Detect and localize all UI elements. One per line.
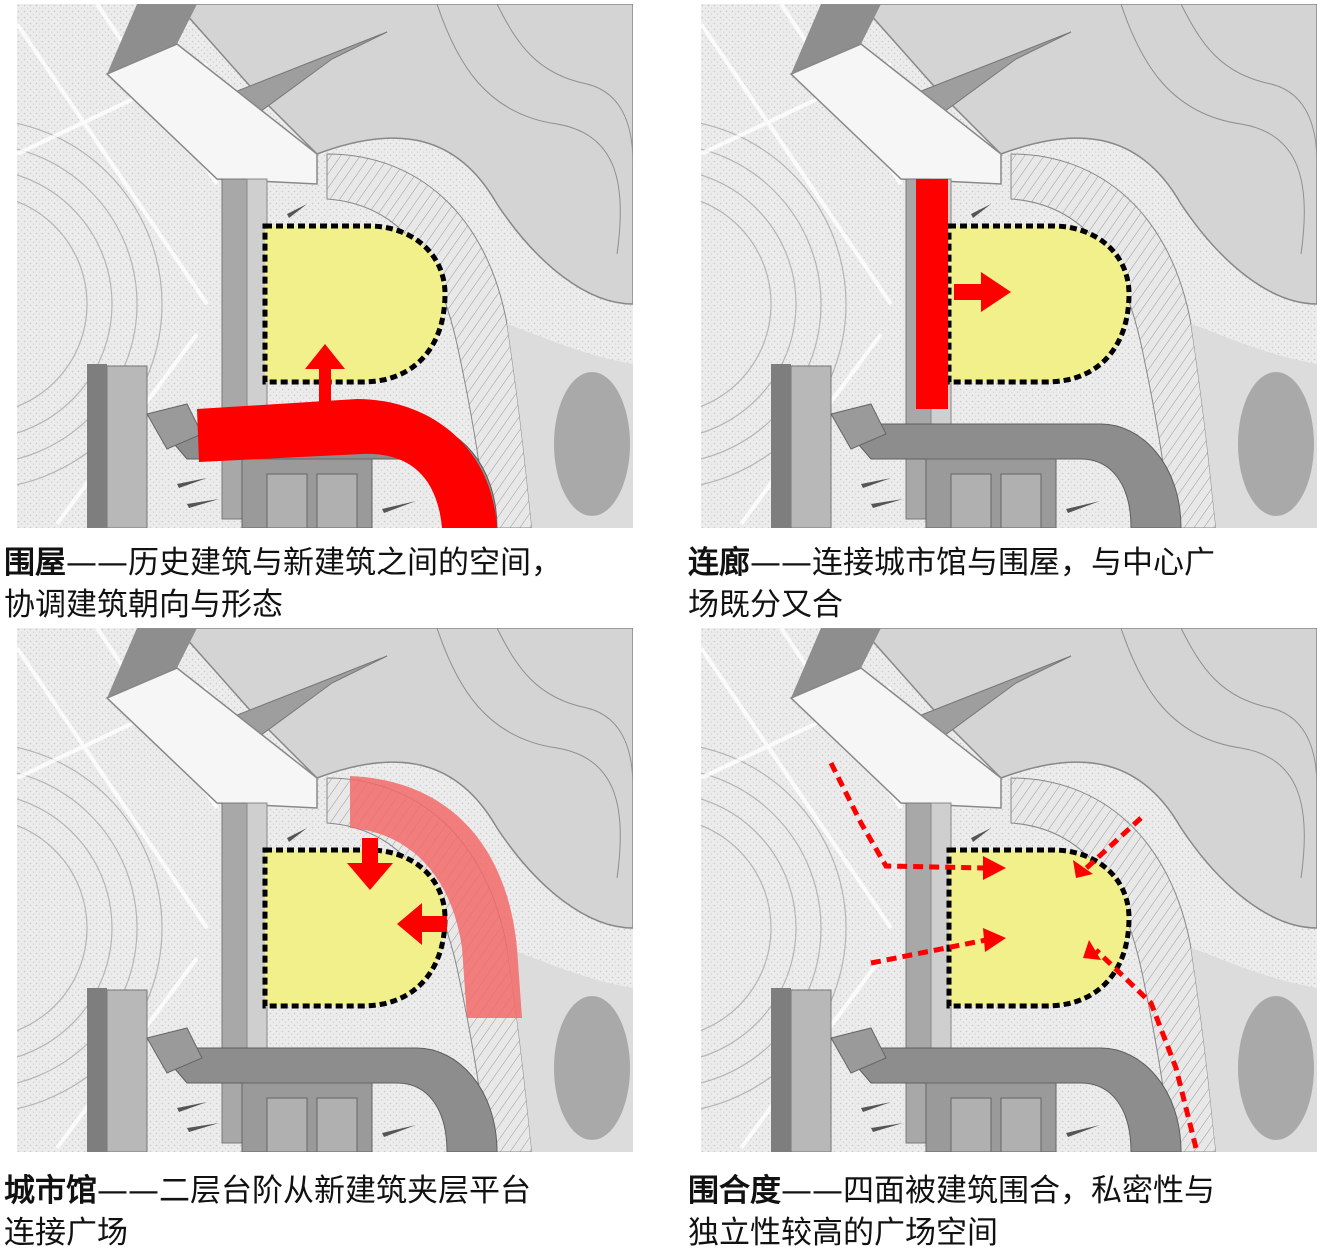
stair-highlight [350,776,522,1018]
caption-lianlang: 连廊——连接城市馆与围屋，与中心广 场既分又合 [688,542,1215,626]
diagram-panel-weihedu [701,628,1317,1152]
caption-line2: 独立性较高的广场空间 [688,1215,998,1251]
caption-title: 连廊 [688,545,750,581]
diagram-panel-weiwu [17,4,633,528]
caption-dash: —— [97,1173,159,1209]
caption-line1: 连接城市馆与围屋，与中心广 [812,545,1215,581]
site-plan-map [17,4,633,528]
caption-weiwu: 围屋——历史建筑与新建筑之间的空间， 协调建筑朝向与形态 [4,542,562,626]
plaza-area [949,226,1129,382]
site-plan-map [701,4,1317,528]
weiwu-highlight [197,344,497,528]
caption-chengshiguan: 城市馆——二层台阶从新建筑夹层平台 连接广场 [4,1170,531,1254]
caption-title: 围合度 [688,1173,781,1209]
diagram-panel-lianlang [701,4,1317,528]
caption-dash: —— [750,545,812,581]
caption-line1: 二层台阶从新建筑夹层平台 [159,1173,531,1209]
stair-arrows [347,838,447,945]
plaza-area [949,850,1129,1006]
caption-title: 城市馆 [4,1173,97,1209]
caption-line2: 连接广场 [4,1215,128,1251]
site-plan-map [701,628,1317,1152]
caption-dash: —— [66,545,128,581]
caption-line1: 历史建筑与新建筑之间的空间， [128,545,562,581]
caption-dash: —— [781,1173,843,1209]
caption-weihedu: 围合度——四面被建筑围合，私密性与 独立性较高的广场空间 [688,1170,1215,1254]
caption-line1: 四面被建筑围合，私密性与 [843,1173,1215,1209]
enclosure-arrowheads [983,856,1101,960]
caption-line2: 场既分又合 [688,587,843,623]
caption-line2: 协调建筑朝向与形态 [4,587,283,623]
lianlang-highlight [916,179,1011,409]
site-plan-map [17,628,633,1152]
plaza-area [265,226,445,382]
enclosure-arrows [828,761,1199,1149]
caption-title: 围屋 [4,545,66,581]
diagram-panel-chengshiguan [17,628,633,1152]
